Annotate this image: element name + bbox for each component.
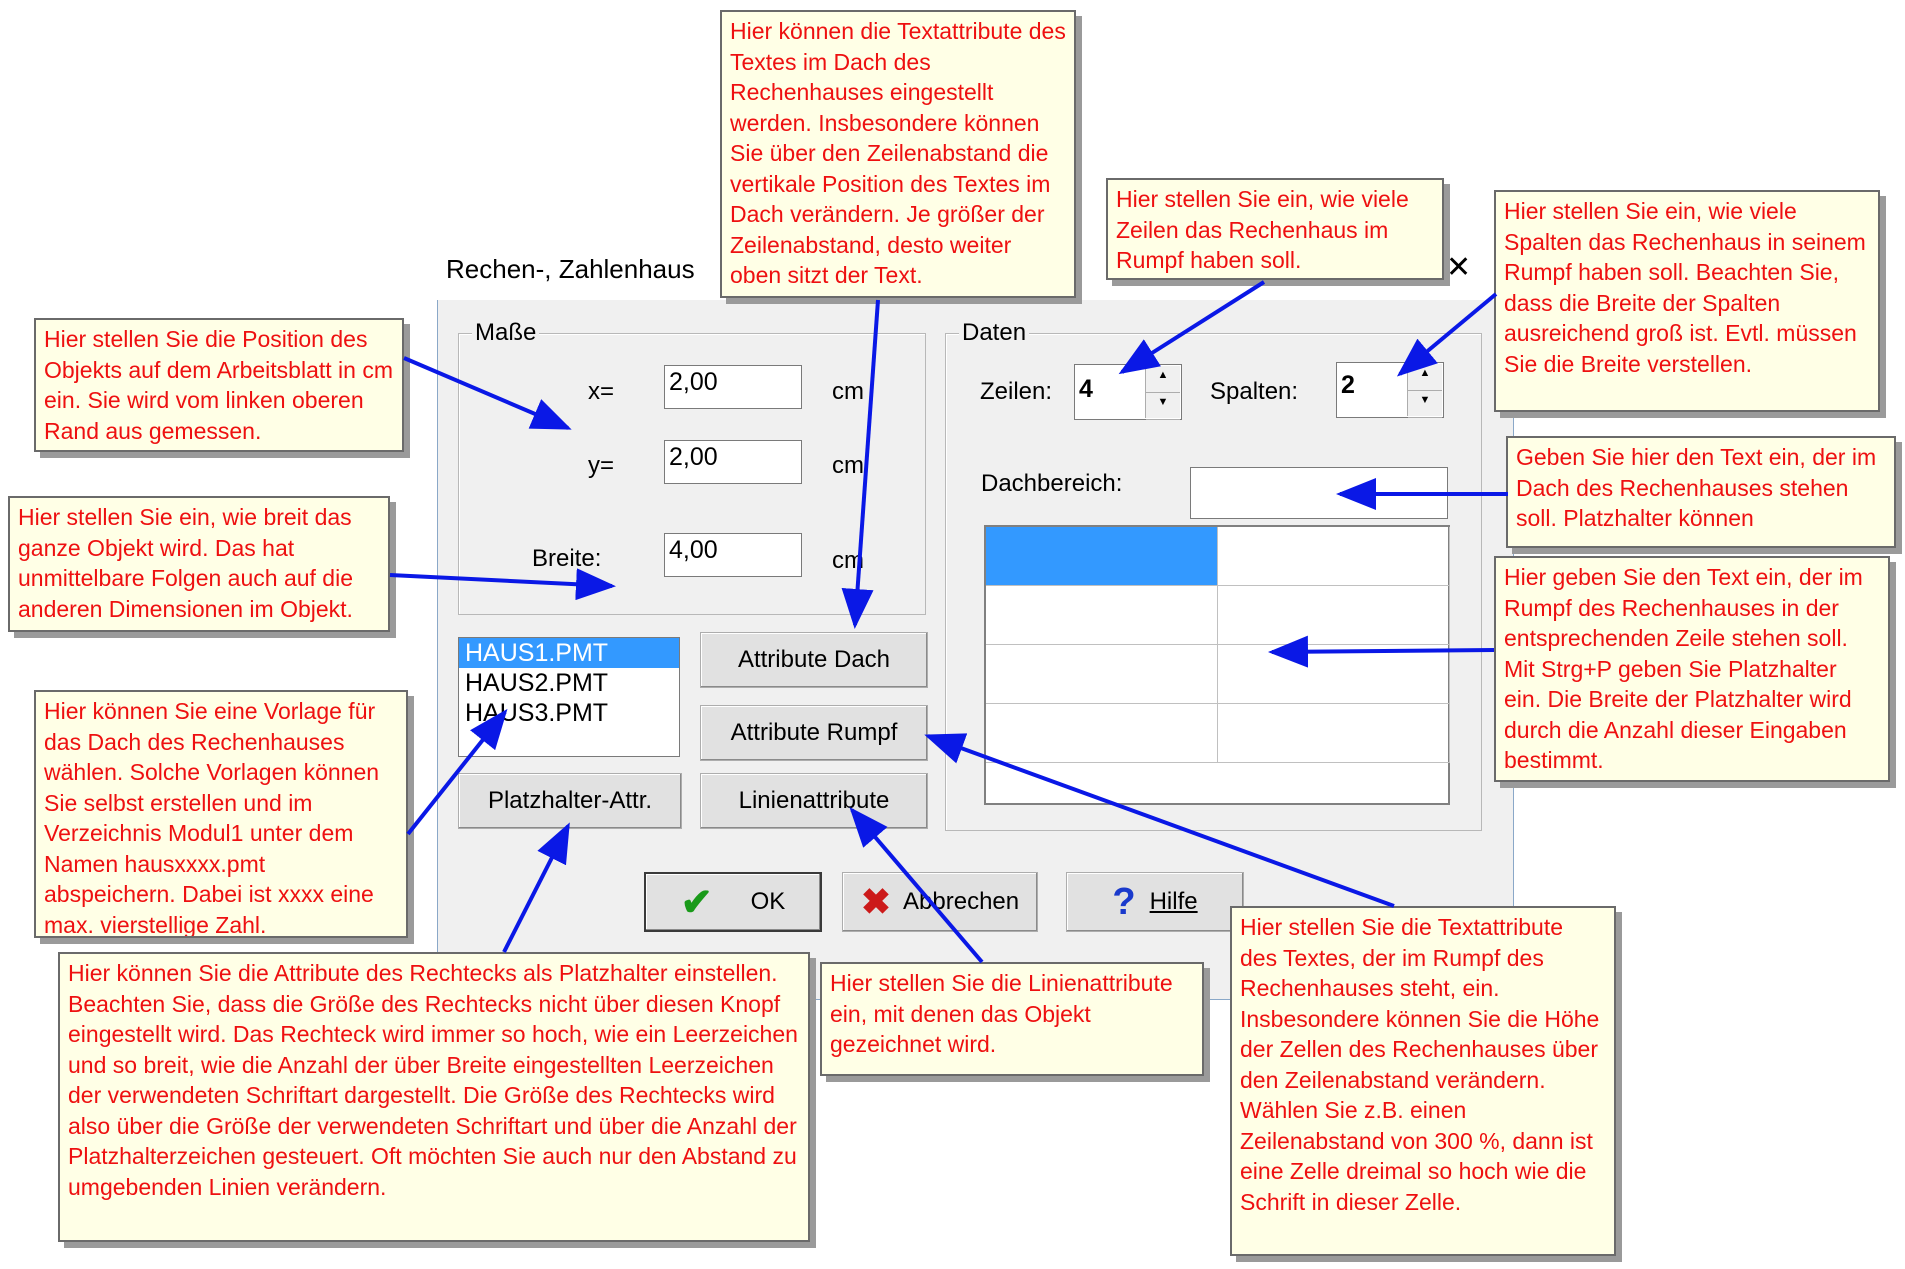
ok-button[interactable]: ✔ OK: [644, 872, 822, 932]
question-icon: ?: [1112, 880, 1136, 923]
spalten-label: Spalten:: [1210, 378, 1299, 405]
spin-up-icon[interactable]: ▲: [1146, 366, 1180, 393]
arrow-dach: [841, 299, 880, 629]
list-item[interactable]: HAUS2.PMT: [465, 669, 609, 697]
arrow-spalten: [1396, 292, 1498, 377]
note-dach-attribute: Hier können die Textattribute des Textes…: [720, 10, 1076, 298]
daten-legend: Daten: [959, 319, 1030, 347]
ok-label: OK: [750, 888, 786, 915]
arrow-rumpf-attr: [924, 733, 1395, 908]
arrow-position: [403, 356, 572, 430]
note-zeilen: Hier stellen Sie ein, wie viele Zeilen d…: [1106, 178, 1444, 280]
note-platzhalter: Hier können Sie die Attribute des Rechte…: [58, 952, 810, 1242]
x-label: x=: [588, 378, 615, 405]
note-linien: Hier stellen Sie die Linienattribute ein…: [820, 962, 1204, 1076]
daten-group: [945, 333, 1482, 831]
abbrechen-button[interactable]: ✖ Abbrechen: [842, 872, 1038, 932]
arrow-rumpftext: [1268, 635, 1495, 668]
rumpf-grid[interactable]: [984, 525, 1450, 805]
linienattribute-button[interactable]: Linienattribute: [700, 773, 928, 829]
grid-cell[interactable]: [1218, 586, 1450, 645]
note-vorlage: Hier können Sie eine Vorlage für das Dac…: [34, 690, 408, 938]
grid-cell[interactable]: [986, 527, 1218, 586]
close-icon[interactable]: ✕: [1446, 251, 1472, 284]
note-breite: Hier stellen Sie ein, wie breit das ganz…: [8, 496, 390, 632]
note-position: Hier stellen Sie die Position des Objekt…: [34, 318, 404, 452]
arrow-vorlage: [406, 708, 508, 836]
grid-cell[interactable]: [986, 586, 1218, 645]
grid-cell[interactable]: [986, 704, 1218, 763]
masse-group: [458, 333, 926, 615]
spin-down-icon[interactable]: ▼: [1146, 393, 1180, 420]
arrow-platzhalter: [502, 822, 570, 953]
y-unit: cm: [832, 452, 864, 479]
y-label: y=: [588, 452, 615, 479]
grid-cell[interactable]: [986, 645, 1218, 704]
dachbereich-label: Dachbereich:: [981, 470, 1123, 497]
note-rumpftext: Hier geben Sie den Text ein, der im Rump…: [1494, 556, 1890, 782]
dialog-title: Rechen-, Zahlenhaus: [446, 254, 695, 284]
platzhalter-attr-button[interactable]: Platzhalter-Attr.: [458, 773, 682, 829]
breite-input[interactable]: 4,00: [664, 533, 802, 577]
note-rumpf-attribute: Hier stellen Sie die Textattribute des T…: [1230, 906, 1616, 1256]
cross-icon: ✖: [860, 881, 892, 922]
attribute-rumpf-button[interactable]: Attribute Rumpf: [700, 705, 928, 761]
arrow-linien: [849, 806, 984, 964]
spin-down-icon[interactable]: ▼: [1408, 391, 1442, 418]
note-spalten: Hier stellen Sie ein, wie viele Spalten …: [1494, 190, 1880, 412]
arrow-zeilen: [1118, 280, 1266, 375]
hilfe-label: Hilfe: [1149, 888, 1198, 915]
note-dachtext: Geben Sie hier den Text ein, der im Dach…: [1506, 436, 1896, 548]
list-item[interactable]: HAUS1.PMT: [459, 638, 679, 668]
grid-cell[interactable]: [1218, 527, 1450, 586]
grid-cell[interactable]: [1218, 704, 1450, 763]
breite-label: Breite:: [532, 545, 602, 572]
hilfe-button[interactable]: ? Hilfe: [1066, 872, 1244, 932]
zeilen-spinner[interactable]: ▲▼: [1145, 366, 1180, 420]
x-unit: cm: [832, 378, 864, 405]
masse-legend: Maße: [472, 319, 540, 347]
y-input[interactable]: 2,00: [664, 440, 802, 484]
grid-cell[interactable]: [1218, 645, 1450, 704]
zeilen-label: Zeilen:: [980, 378, 1053, 405]
check-icon: ✔: [680, 881, 713, 924]
x-input[interactable]: 2,00: [664, 365, 802, 409]
attribute-dach-button[interactable]: Attribute Dach: [700, 632, 928, 688]
dachbereich-input[interactable]: [1190, 467, 1448, 519]
arrow-breite: [389, 568, 616, 601]
